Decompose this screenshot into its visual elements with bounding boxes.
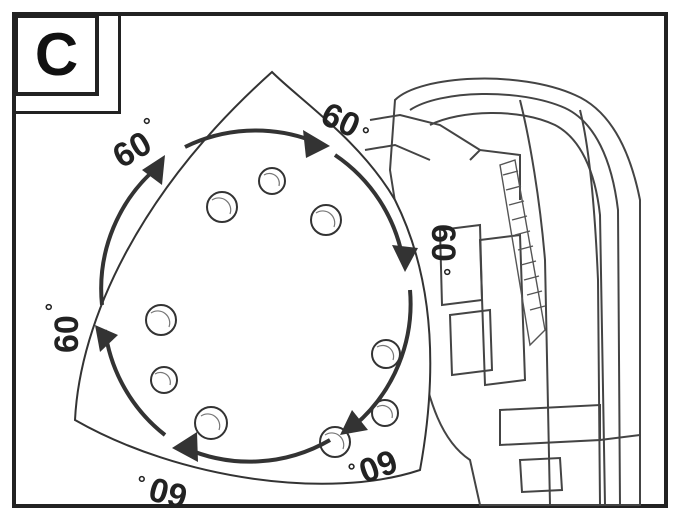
arrowhead-icon (95, 325, 118, 352)
arrowhead-icon (340, 410, 368, 435)
arc-lower-right (353, 289, 413, 427)
dust-hole (258, 167, 286, 195)
arc-right (333, 153, 405, 261)
dust-hole (206, 191, 238, 223)
arrowhead-icon (392, 245, 418, 272)
panel-label: C (14, 14, 99, 96)
dust-holes (145, 167, 401, 458)
dust-hole (150, 366, 178, 394)
angle-value: 60 (145, 469, 191, 512)
degree-symbol: ° (136, 463, 149, 486)
arc-bottom (184, 438, 332, 464)
arrowhead-icon (303, 130, 330, 158)
label-notch-bottom (14, 96, 121, 114)
rotation-arrows (99, 128, 413, 464)
dust-hole (194, 406, 228, 440)
arrowhead-icon (172, 432, 198, 462)
degree-symbol: ° (431, 268, 453, 276)
angle-value: 60 (48, 315, 86, 353)
angle-value: 60 (424, 224, 462, 262)
angle-label-left: 60 ° (43, 303, 86, 353)
arrowhead-icon (142, 155, 165, 185)
arrow-heads (95, 130, 418, 462)
arc-left (99, 163, 162, 306)
arc-top (184, 128, 311, 149)
dust-hole (145, 304, 177, 336)
dust-hole (371, 339, 401, 369)
frame-border (12, 12, 668, 508)
angle-label-right: 60 ° (424, 224, 462, 276)
vent-grille (499, 159, 546, 347)
degree-symbol: ° (43, 303, 65, 311)
dust-hole (310, 204, 342, 236)
angle-label-bottom: 60 ° (136, 463, 191, 516)
panel-letter: C (34, 21, 79, 88)
